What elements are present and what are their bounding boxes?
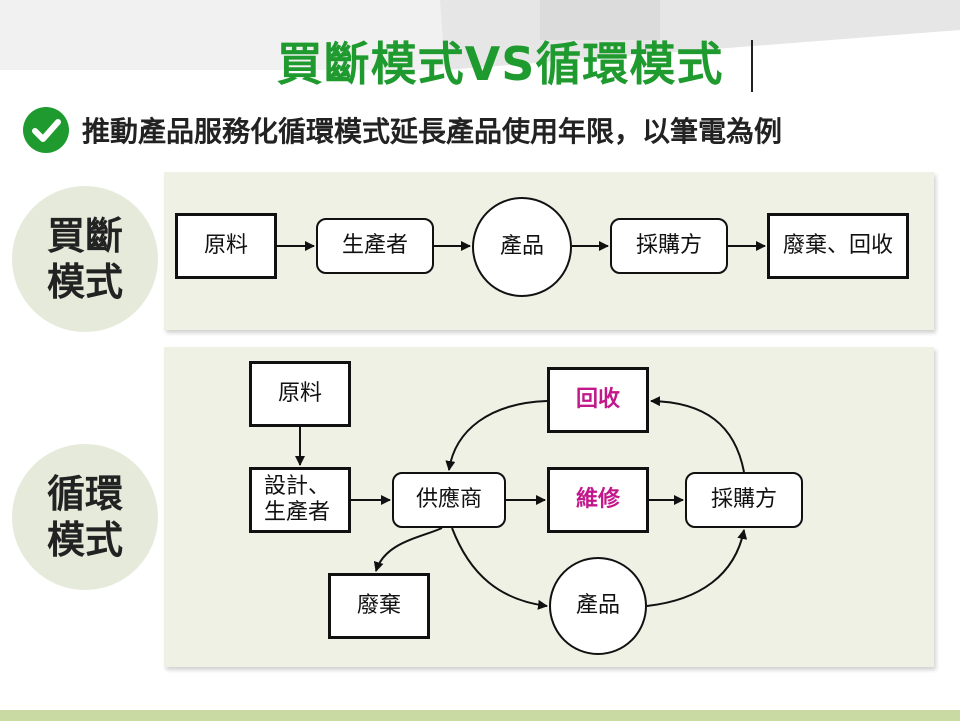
buyout-dispose-node: 廢棄、回收	[767, 213, 909, 279]
design-line1: 設計、	[264, 474, 331, 499]
circular-arrow-supplier-dispose	[373, 527, 443, 572]
circular-label-line2: 模式	[46, 518, 123, 562]
page-title: 買斷模式VS循環模式	[276, 37, 724, 91]
bottom-bar	[0, 710, 960, 721]
buyout-producer-node: 生產者	[316, 218, 434, 274]
circular-product-node: 產品	[549, 557, 647, 655]
design-line2: 生產者	[264, 500, 331, 525]
circular-supplier-node: 供應商	[392, 472, 506, 528]
circular-buyer-node: 採購方	[685, 472, 803, 528]
circular-dispose-node: 廢棄	[328, 573, 430, 639]
title-cursor	[751, 40, 753, 92]
buyout-label-line2: 模式	[46, 260, 123, 304]
circular-arrow-product-buyer	[646, 529, 748, 607]
circular-arrow-buyer-recycle	[650, 396, 745, 473]
buyout-buyer-node: 採購方	[610, 218, 728, 274]
circular-recycle-node: 回收	[547, 367, 649, 433]
subtitle-row: 推動產品服務化循環模式延長產品使用年限，以筆電為例	[22, 104, 782, 156]
circular-label-line1: 循環	[46, 472, 123, 516]
buyout-model-badge: 買斷 模式	[12, 186, 158, 332]
circular-model-badge: 循環 模式	[12, 444, 158, 590]
buyout-raw-node: 原料	[175, 213, 277, 279]
circular-arrow-recycle-supplier	[445, 400, 548, 471]
buyout-label-line1: 買斷	[46, 214, 123, 258]
background-decoration	[0, 0, 960, 70]
circular-repair-node: 維修	[547, 467, 649, 533]
subtitle: 推動產品服務化循環模式延長產品使用年限，以筆電為例	[82, 115, 783, 148]
circular-raw-node: 原料	[249, 361, 351, 427]
circular-design-producer-node: 設計、 生產者	[249, 467, 351, 533]
circular-arrow-supplier-product	[451, 527, 548, 610]
buyout-product-node: 產品	[472, 197, 572, 297]
check-circle-icon	[23, 107, 69, 153]
